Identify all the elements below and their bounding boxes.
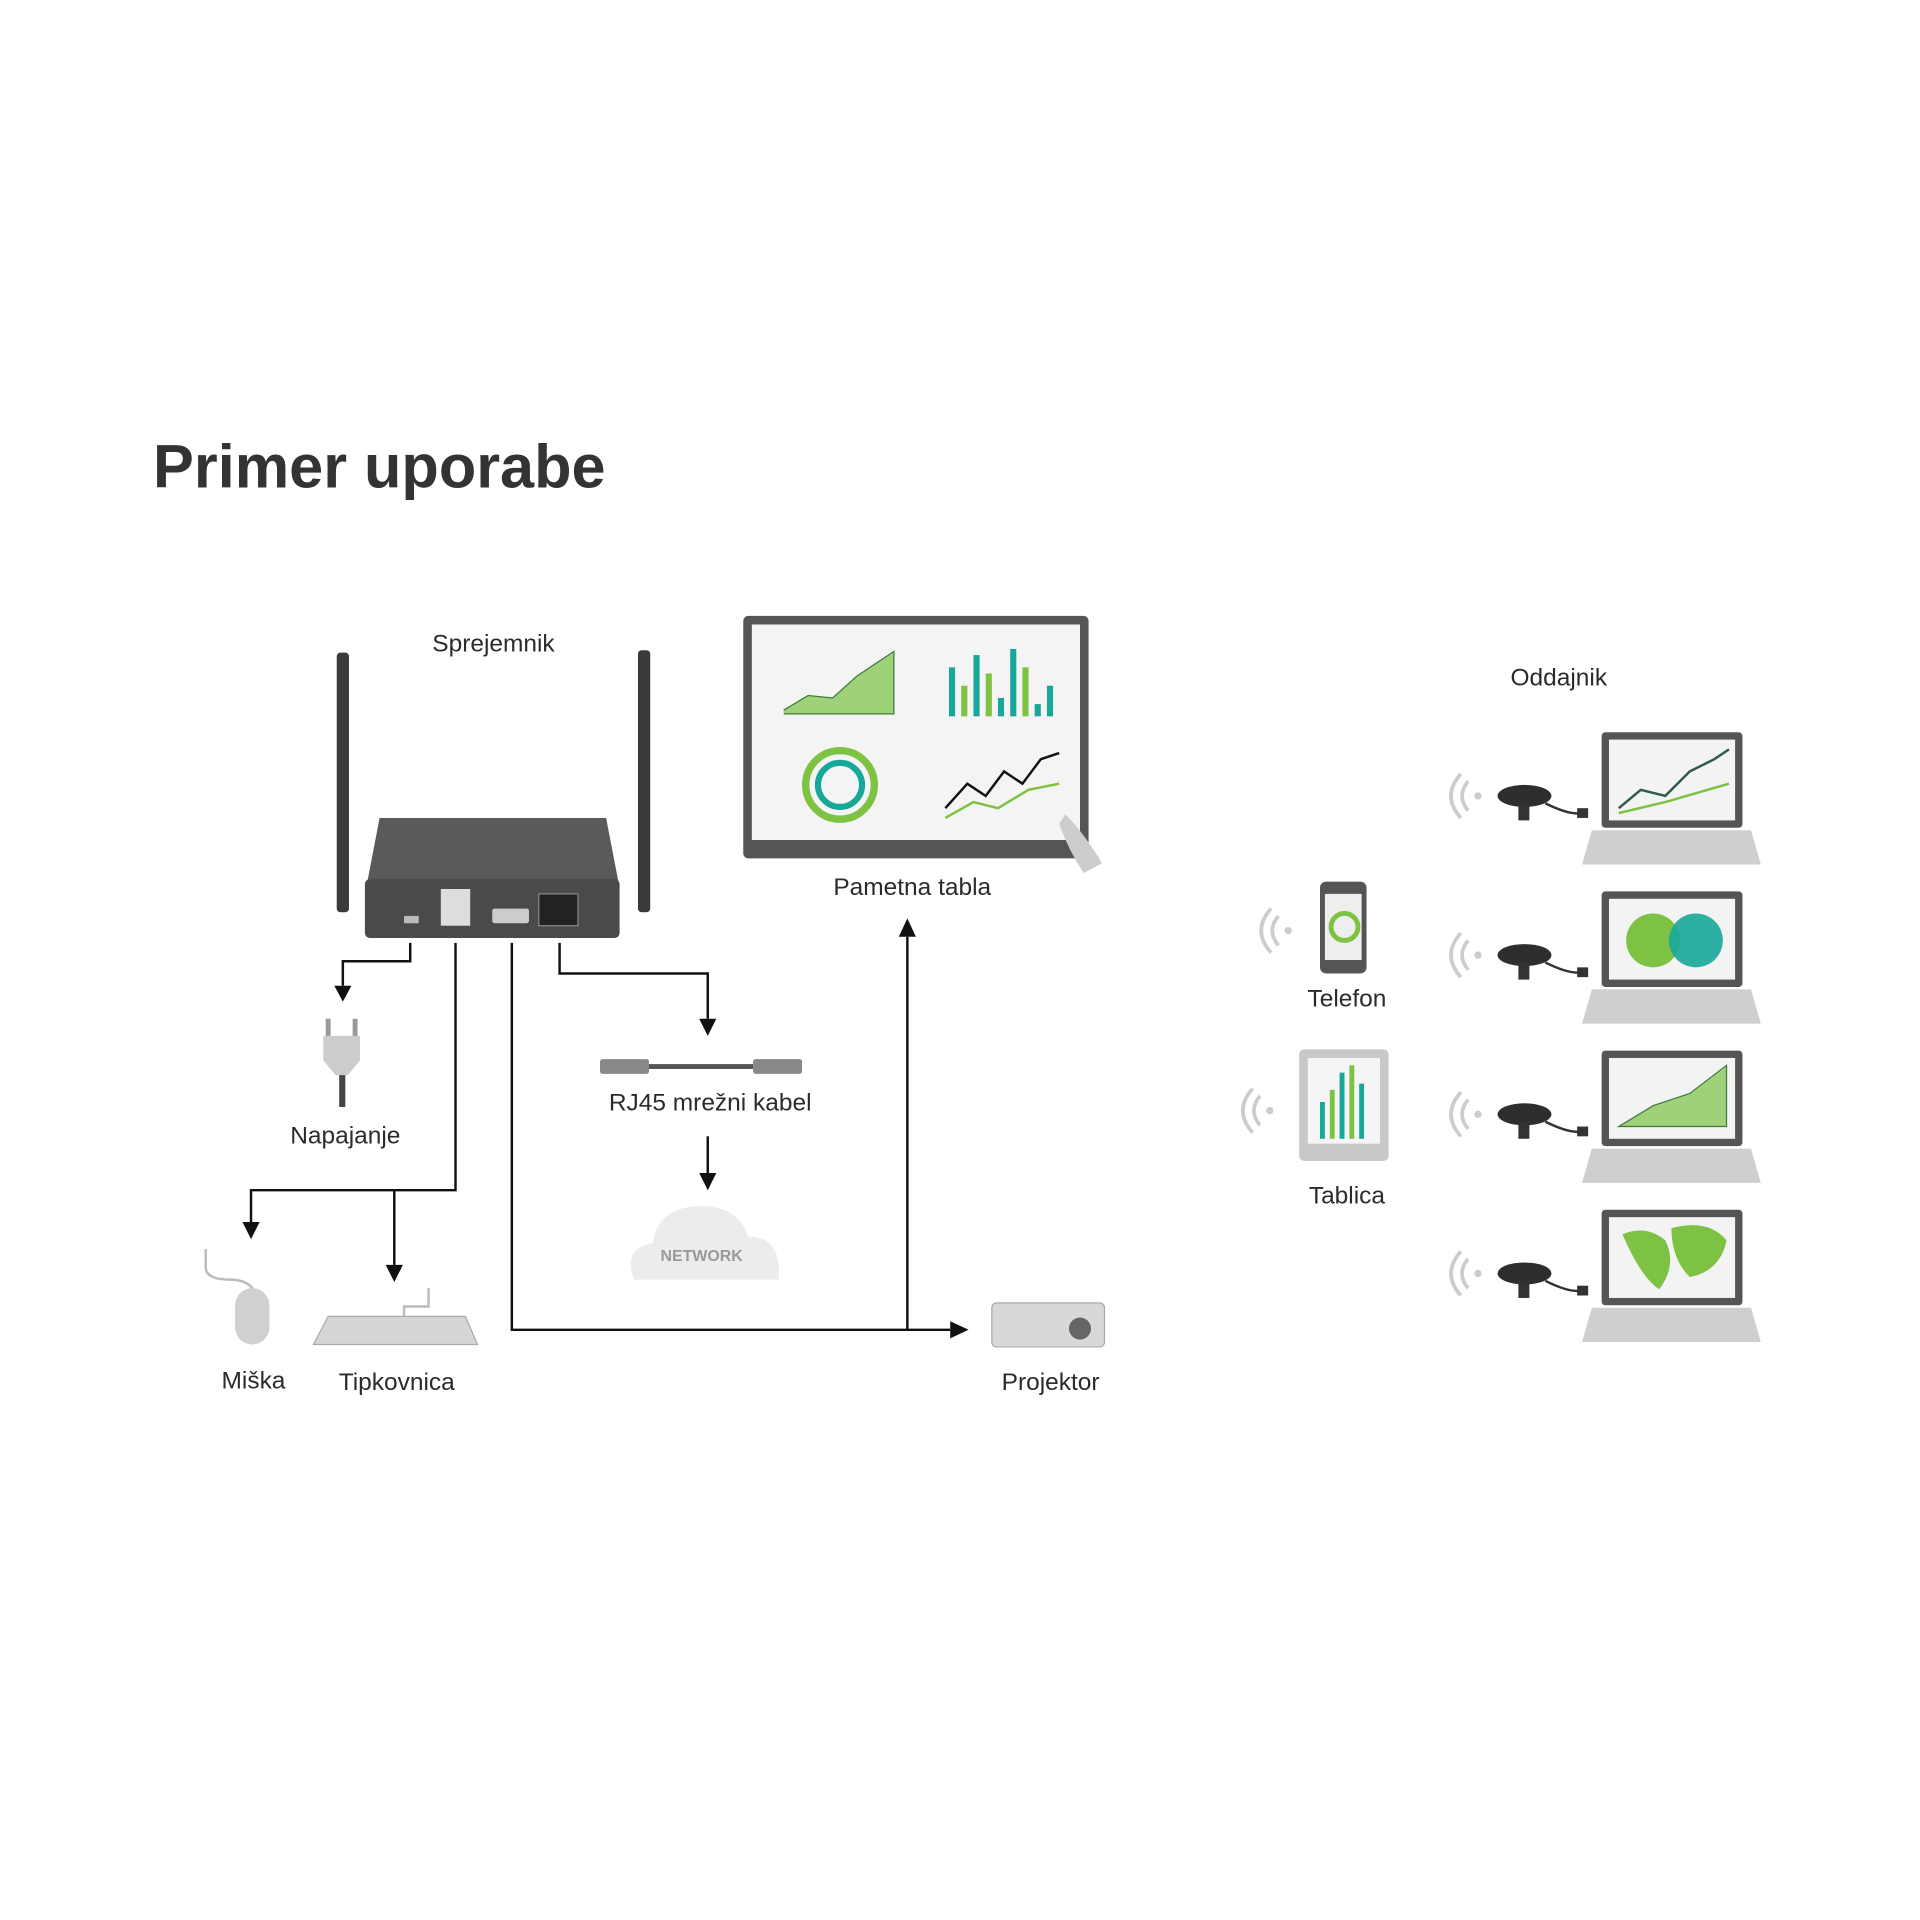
bar-chart-icon [948,648,1054,717]
laptop-screen-content [1617,748,1730,815]
tablet-label: Tablica [1309,1183,1386,1210]
laptop-screen-content [1622,1225,1727,1290]
laptop-icon [1582,732,1761,865]
rj45-label: RJ45 mrežni kabel [609,1090,812,1117]
mouse-label: Miška [222,1368,286,1395]
hdmi-dongle-icon [1497,1262,1589,1298]
network-label: NETWORK [661,1248,744,1265]
wifi-signal-icon [1449,1250,1482,1297]
hdmi-dongle-icon [1497,1103,1589,1139]
mouse-icon [204,1248,270,1345]
wifi-signal-icon [1241,1087,1274,1134]
rj45-cable-icon [600,1059,803,1074]
wifi-signal-icon [1449,1091,1482,1138]
smart-board-label: Pametna tabla [833,874,991,901]
transmitter-laptop-2 [1449,891,1761,1024]
keyboard-label: Tipkovnica [339,1369,455,1396]
keyboard-icon [312,1288,479,1346]
projector-label: Projektor [1002,1369,1100,1396]
radial-chart-icon [802,746,878,823]
phone-icon [1320,881,1367,974]
line-chart-icon [944,751,1060,809]
lan-port-icon [538,893,579,927]
projector-icon [991,1302,1106,1348]
antenna-right [637,650,651,913]
touch-hand-icon [1059,814,1103,874]
hdmi-port-icon [492,908,529,924]
laptop-icon [1582,1209,1761,1343]
dc-port-icon [404,915,419,924]
receiver-label: Sprejemnik [432,630,555,657]
wifi-signal-icon [1449,931,1482,979]
transmitter-laptop-3 [1449,1050,1761,1183]
hdmi-dongle-icon [1497,784,1589,821]
transmitter-laptop-1 [1449,732,1761,865]
power-label: Napajanje [290,1123,400,1150]
receiver-device [336,650,651,938]
transmitter-laptop-4 [1449,1209,1761,1343]
network-cloud-icon [630,1206,780,1280]
antenna-left [336,652,349,913]
transmitter-label: Oddajnik [1510,665,1607,692]
power-plug-icon [323,1018,360,1107]
smart-board [743,615,1103,874]
wifi-signal-icon [1259,907,1292,954]
phone-label: Telefon [1307,986,1386,1013]
area-chart-icon [783,650,895,715]
laptop-screen-content [1626,913,1723,968]
page-title: Primer uporabe [153,432,605,500]
laptop-screen-content [1616,1064,1728,1128]
hdmi-dongle-icon [1497,944,1589,980]
usb-port-icon [440,888,471,926]
tablet-icon [1299,1049,1389,1161]
wifi-signal-icon [1449,772,1482,820]
connection-lines [242,918,969,1339]
